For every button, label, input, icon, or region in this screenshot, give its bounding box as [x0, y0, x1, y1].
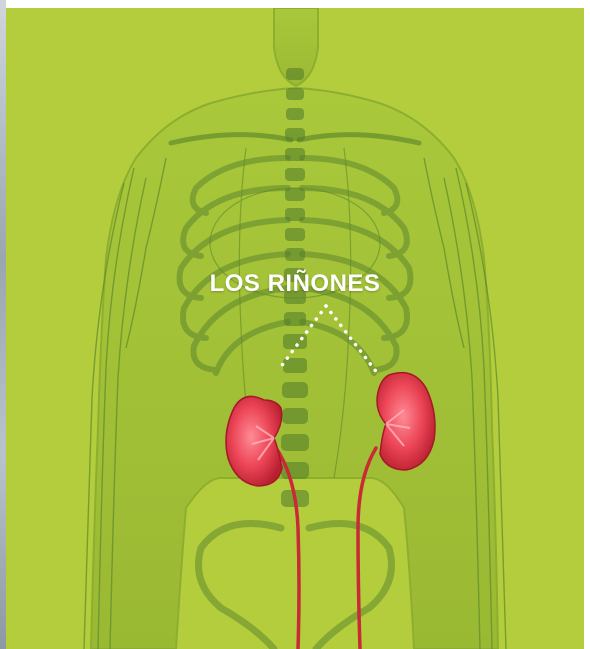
- anatomy-illustration: LOS RIÑONES: [6, 8, 584, 649]
- kidney-left-icon: [226, 396, 282, 486]
- kidney-right-icon: [377, 373, 435, 470]
- kidneys-label: LOS RIÑONES: [6, 270, 584, 298]
- human-torso-illustration: [6, 8, 584, 649]
